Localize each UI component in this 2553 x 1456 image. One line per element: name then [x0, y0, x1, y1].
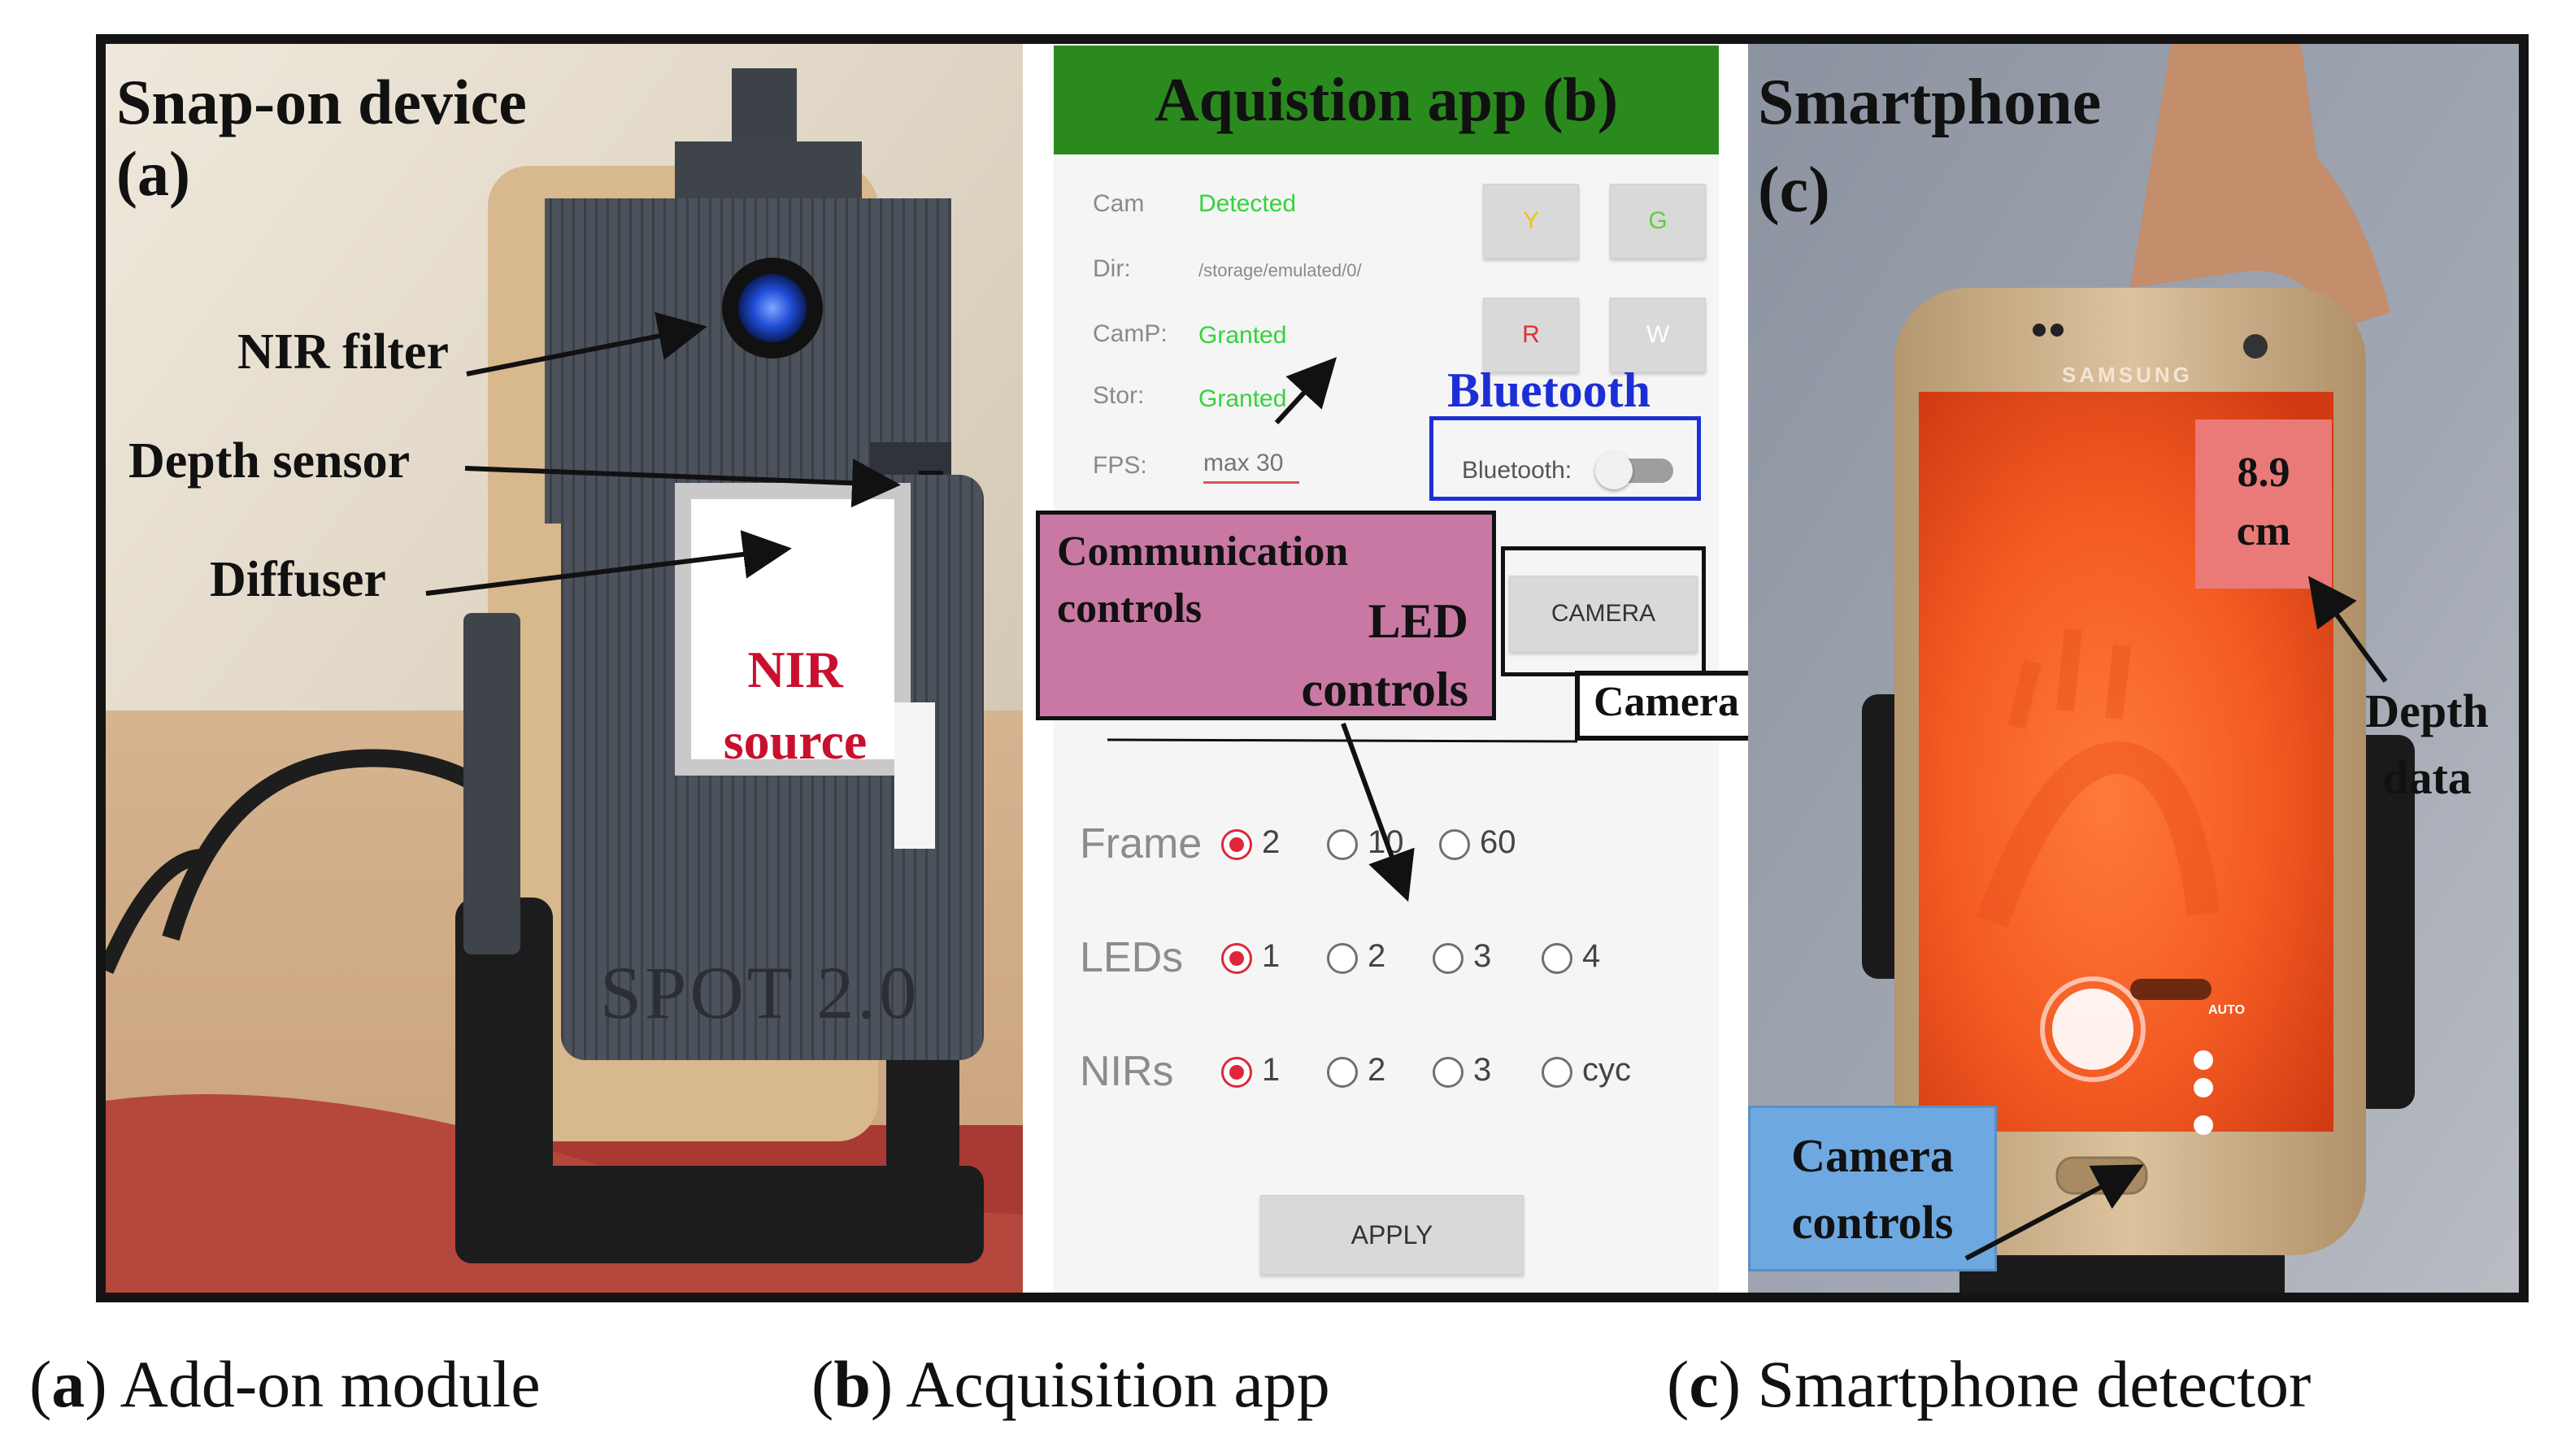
- caption-b-text: Acquisition app: [893, 1347, 1330, 1421]
- led-controls-label: LED controls: [1252, 587, 1468, 724]
- leds-option-3: 3: [1473, 938, 1492, 974]
- label-nir-source-line2: source: [723, 712, 868, 770]
- nirs-radio-1[interactable]: [1221, 1057, 1252, 1088]
- bluetooth-toggle-thumb: [1595, 452, 1633, 489]
- leds-radio-3[interactable]: [1433, 943, 1464, 974]
- caption-a-text: Add-on module: [107, 1347, 541, 1421]
- nirs-label: NIRs: [1080, 1048, 1174, 1095]
- auto-label: AUTO: [2208, 1003, 2246, 1017]
- brand-logo: SAMSUNG: [2062, 363, 2193, 387]
- led-w-button[interactable]: W: [1610, 298, 1706, 372]
- caption-c-text: Smartphone detector: [1741, 1347, 2312, 1421]
- frame-label: Frame: [1080, 820, 1203, 867]
- nirs-option-cyc: cyc: [1582, 1052, 1631, 1088]
- leds-option-1: 1: [1262, 938, 1281, 974]
- depth-value-box: 8.9 cm: [2195, 419, 2332, 589]
- cam-value: Detected: [1198, 190, 1297, 217]
- depth-data-line2: data: [2382, 751, 2472, 804]
- panel-a-title-line1: Snap-on device: [116, 67, 527, 137]
- label-nir-source-line1: NIR: [747, 641, 843, 698]
- fps-input[interactable]: [1203, 445, 1299, 484]
- frame-radio-10[interactable]: [1327, 829, 1358, 860]
- nirs-radio-3[interactable]: [1433, 1057, 1464, 1088]
- panel-a-title: Snap-on device (a): [116, 67, 527, 210]
- led-controls-label-line1: LED: [1368, 594, 1468, 648]
- fps-label: FPS:: [1093, 452, 1147, 479]
- leds-radio-2[interactable]: [1327, 943, 1358, 974]
- caption-b: (b) Acquisition app: [811, 1347, 1330, 1421]
- label-engraving: SPOT 2.0: [600, 951, 920, 1034]
- label-nir-filter: NIR filter: [237, 324, 449, 380]
- frame-radio-2[interactable]: [1221, 829, 1252, 860]
- panel-c: [1748, 44, 2519, 1293]
- panel-a-photo: [106, 44, 1023, 1293]
- frame-option-60: 60: [1480, 824, 1516, 860]
- label-diffuser: Diffuser: [210, 552, 386, 607]
- camera-controls-box: Camera controls: [1748, 1106, 1997, 1271]
- leds-option-4: 4: [1582, 938, 1601, 974]
- bluetooth-toggle[interactable]: [1595, 452, 1677, 489]
- communication-callout: [1036, 511, 1496, 720]
- panel-c-photo: [1748, 44, 2519, 1293]
- camera-button[interactable]: CAMERA: [1509, 576, 1698, 652]
- dir-value: /storage/emulated/0/: [1198, 260, 1362, 280]
- nirs-option-3: 3: [1473, 1052, 1492, 1088]
- cam-label: Cam: [1093, 190, 1145, 217]
- label-nir-source: NIR source: [698, 634, 893, 777]
- bluetooth-heading: Bluetooth: [1447, 363, 1651, 417]
- led-r-button[interactable]: R: [1483, 298, 1579, 372]
- depth-value-line1: 8.9: [2237, 450, 2290, 496]
- dir-label: Dir:: [1093, 255, 1131, 282]
- camera-controls-line1: Camera: [1791, 1129, 1954, 1182]
- panel-c-title-line1: Smartphone: [1758, 67, 2102, 138]
- leds-label: LEDs: [1080, 934, 1184, 981]
- bluetooth-label: Bluetooth:: [1462, 457, 1572, 484]
- caption-c-letter: c: [1689, 1347, 1719, 1421]
- caption-a-letter: a: [51, 1347, 85, 1421]
- panel-a: [106, 44, 1023, 1293]
- leds-option-2: 2: [1368, 938, 1386, 974]
- communication-label-line1: Communication: [1057, 528, 1349, 575]
- depth-data-line1: Depth: [2365, 685, 2489, 737]
- led-g-button[interactable]: G: [1610, 184, 1706, 259]
- nirs-radio-2[interactable]: [1327, 1057, 1358, 1088]
- frame-radio-60[interactable]: [1439, 829, 1470, 860]
- nirs-option-2: 2: [1368, 1052, 1386, 1088]
- frame-option-2: 2: [1262, 824, 1281, 860]
- communication-label-line2: controls: [1057, 585, 1203, 632]
- stor-label: Stor:: [1093, 382, 1145, 409]
- led-y-button[interactable]: Y: [1483, 184, 1579, 259]
- panel-c-title: Smartphone (c): [1758, 59, 2101, 234]
- frame-option-10: 10: [1368, 824, 1404, 860]
- led-controls-label-line2: controls: [1301, 663, 1468, 716]
- camp-label: CamP:: [1093, 320, 1168, 347]
- caption-c: (c) Smartphone detector: [1667, 1347, 2312, 1421]
- leds-radio-1[interactable]: [1221, 943, 1252, 974]
- depth-data-label: Depth data: [2342, 678, 2512, 811]
- caption-b-letter: b: [833, 1347, 871, 1421]
- camp-value: Granted: [1198, 322, 1287, 349]
- nirs-option-1: 1: [1262, 1052, 1281, 1088]
- label-depth-sensor: Depth sensor: [128, 433, 411, 489]
- stor-value: Granted: [1198, 385, 1287, 412]
- nirs-radio-cyc[interactable]: [1542, 1057, 1572, 1088]
- panel-a-title-line2: (a): [116, 138, 190, 209]
- app-header: Aquistion app (b): [1054, 46, 1719, 154]
- camera-controls-line2: controls: [1791, 1196, 1954, 1249]
- communication-label: Communication controls: [1057, 524, 1348, 637]
- depth-value-line2: cm: [2236, 508, 2291, 554]
- leds-radio-4[interactable]: [1542, 943, 1572, 974]
- panel-c-title-line2: (c): [1758, 154, 1830, 226]
- apply-button[interactable]: APPLY: [1260, 1195, 1524, 1275]
- caption-a: (a) Add-on module: [29, 1347, 541, 1421]
